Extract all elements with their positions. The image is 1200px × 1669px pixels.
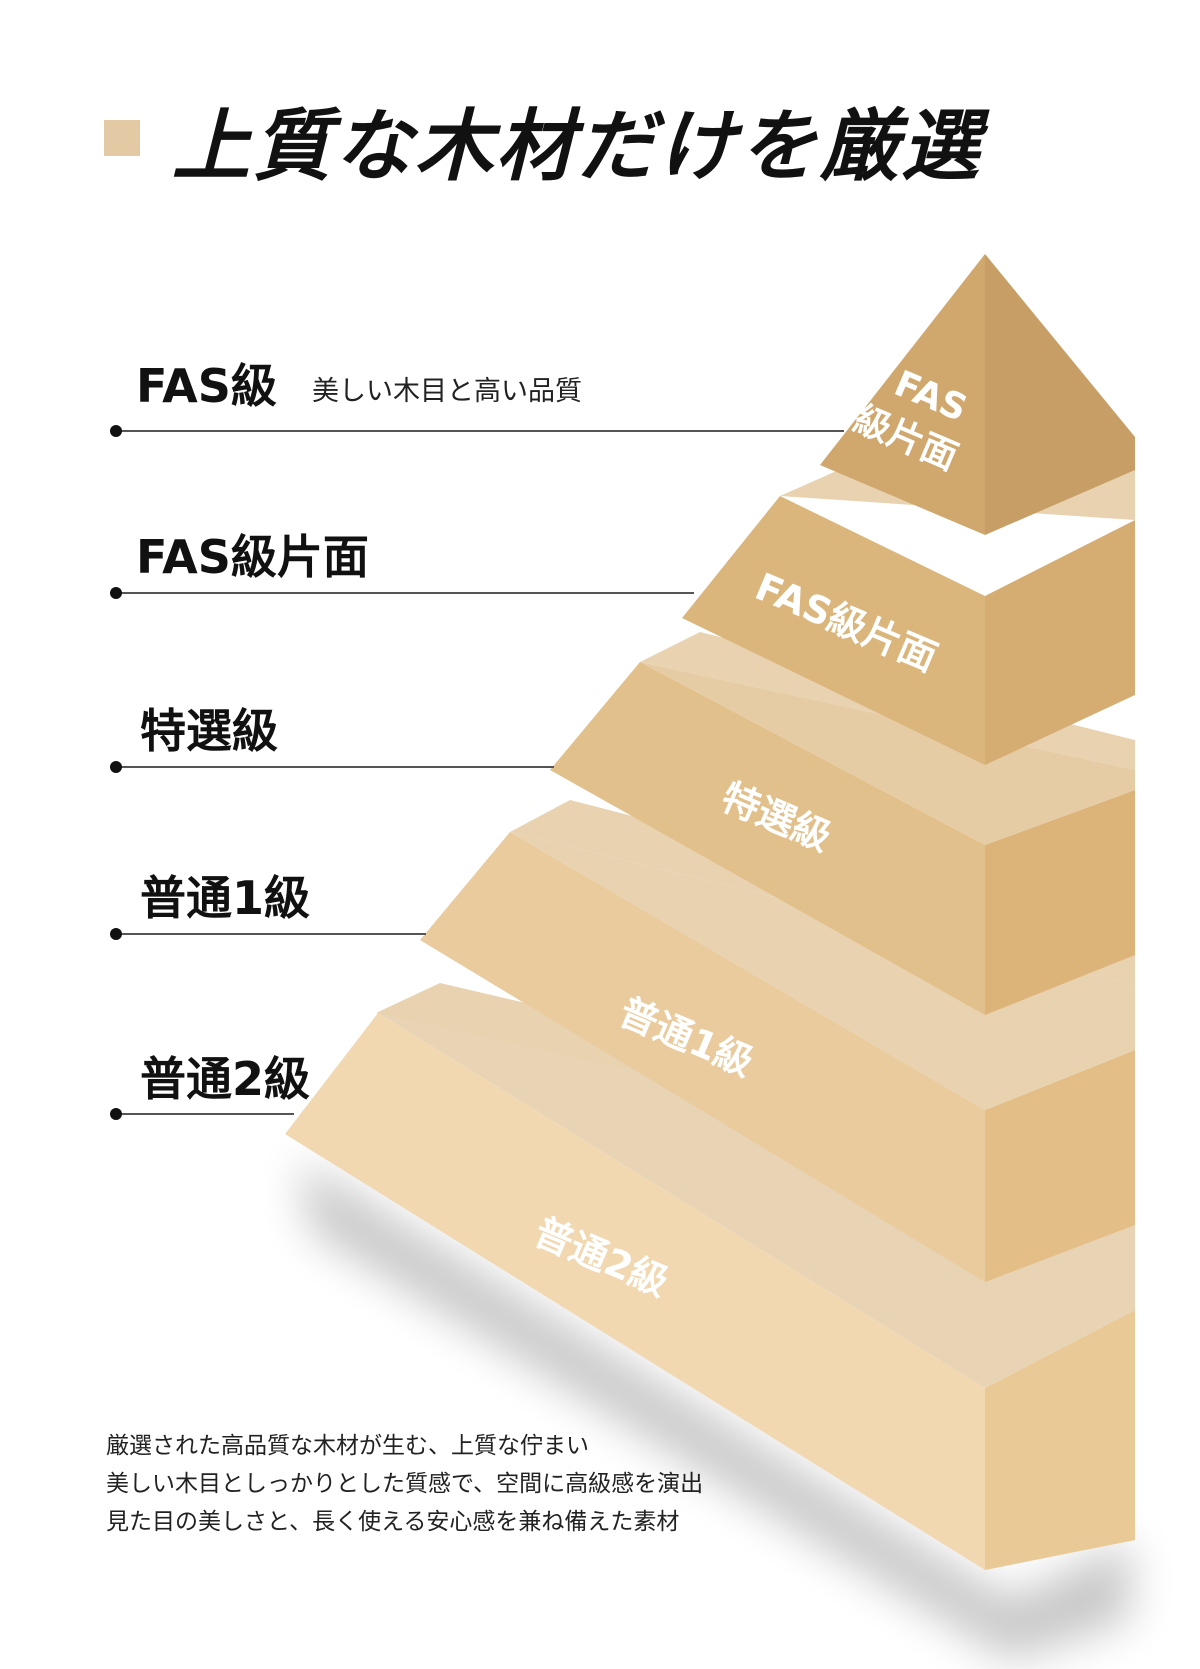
tier-4-side	[985, 1050, 1135, 1282]
tier-5-front	[285, 1013, 985, 1570]
tier-4-top-face	[510, 832, 1135, 1110]
leader-dot	[110, 761, 122, 773]
tier-2-side	[985, 520, 1135, 765]
tier-1-front	[820, 254, 985, 535]
leader-line	[114, 430, 844, 432]
tier-5-top-face	[378, 1013, 1135, 1388]
tier-5-side	[985, 1310, 1135, 1570]
description-line: 美しい木目としっかりとした質感で、空間に高級感を演出	[106, 1471, 704, 1497]
leader-line	[114, 592, 694, 594]
leader-line	[114, 766, 554, 768]
leader-line	[114, 933, 426, 935]
description-text: 厳選された高品質な木材が生む、上質な佇まい 美しい木目としっかりとした質感で、空…	[106, 1427, 806, 1541]
grade-label: 特選級	[140, 704, 278, 758]
tier-3-top-face	[640, 662, 1135, 845]
tier-4-front	[420, 832, 985, 1282]
grade-label: 普通1級	[140, 871, 311, 925]
grade-description: 美しい木目と高い品質	[312, 376, 582, 407]
pyramid-tier-1: FAS 級片面	[820, 254, 1135, 535]
leader-dot	[110, 425, 122, 437]
description-line: 見た目の美しさと、長く使える安心感を兼ね備えた素材	[106, 1509, 680, 1535]
tier-2-front	[682, 496, 985, 765]
leader-line	[114, 1113, 294, 1115]
tier-3-side	[985, 790, 1135, 1015]
grade-label: FAS級	[136, 359, 277, 413]
pyramid-shadow	[300, 1160, 1130, 1660]
tier-3-front	[550, 662, 985, 1015]
page-title: 上質な木材だけを厳選	[172, 102, 983, 192]
title-marker	[104, 120, 140, 156]
leader-dot	[110, 1108, 122, 1120]
grade-label: FAS級片面	[136, 530, 369, 584]
grade-label: 普通2級	[140, 1052, 311, 1106]
leader-dot	[110, 928, 122, 940]
leader-dot	[110, 587, 122, 599]
description-line: 厳選された高品質な木材が生む、上質な佇まい	[106, 1433, 589, 1459]
tier-1-side	[985, 254, 1135, 535]
